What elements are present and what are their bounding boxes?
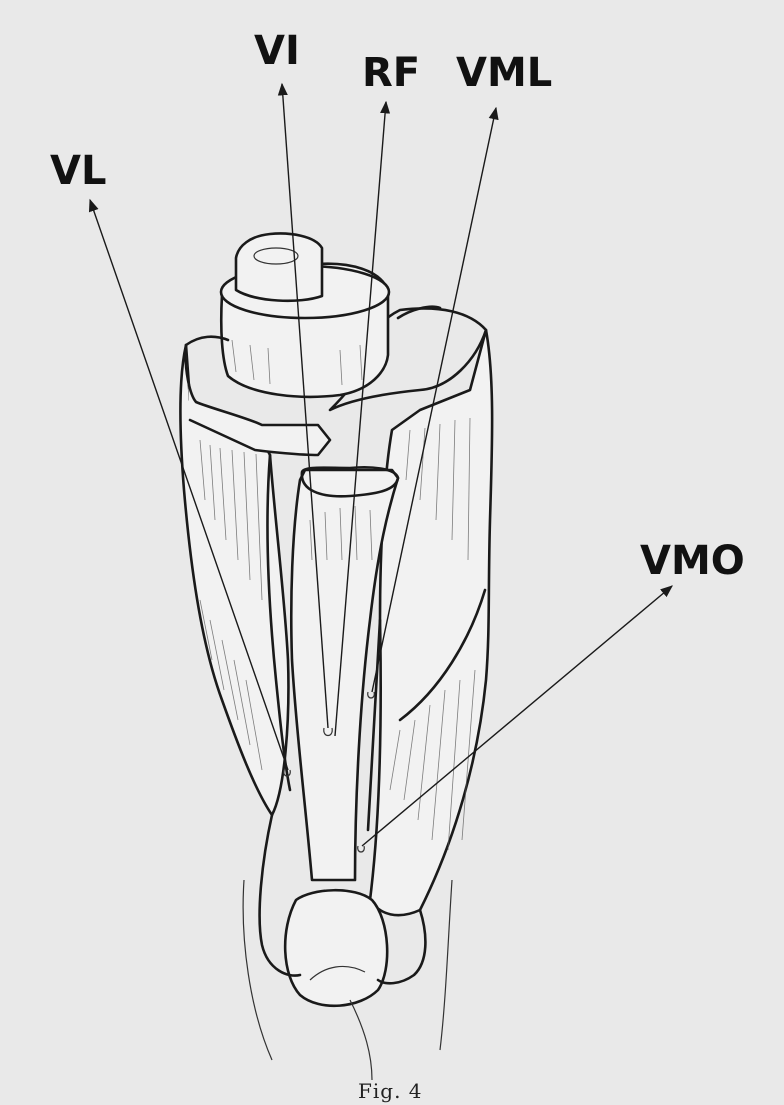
patella-shape	[285, 890, 387, 1006]
figure-caption: Fig. 4	[358, 1079, 423, 1103]
hook-vml	[368, 692, 375, 698]
label-vml: VML	[456, 50, 552, 96]
label-vmo: VMO	[640, 538, 745, 584]
hook-vmo	[358, 846, 365, 852]
label-rf: RF	[362, 50, 420, 96]
leg-right-line	[440, 880, 452, 1050]
leg-left-line	[243, 880, 272, 1060]
label-vl: VL	[50, 148, 106, 194]
leg-center-line	[350, 1000, 372, 1080]
thigh-body	[181, 234, 493, 1080]
label-vi: VI	[254, 28, 300, 74]
femur-peg	[236, 234, 322, 301]
